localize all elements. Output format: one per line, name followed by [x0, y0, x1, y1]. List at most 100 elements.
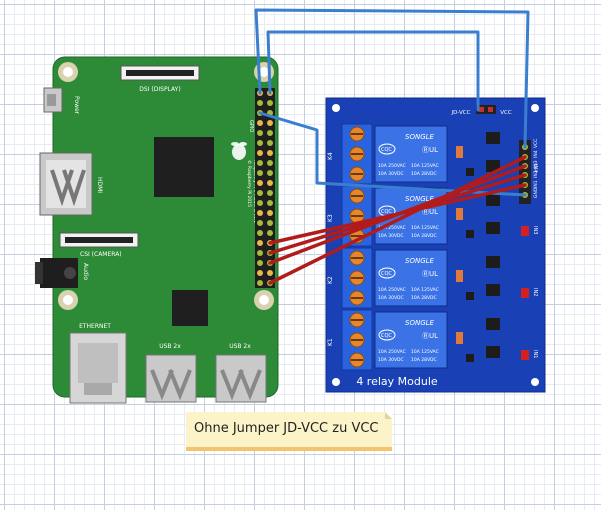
hdmi-connector — [39, 152, 93, 216]
gpio-pin — [267, 170, 273, 176]
mount-hole — [332, 378, 340, 386]
led-label: IN4 — [532, 164, 538, 172]
diode — [456, 146, 463, 158]
gpio-pin — [257, 100, 263, 106]
ethernet-port — [69, 332, 127, 404]
header-pin-label: IN1 — [533, 180, 539, 188]
cqc-mark: CQC — [381, 147, 392, 153]
wire — [268, 155, 527, 285]
power-label: Power — [73, 96, 80, 115]
gpio-pin — [257, 170, 263, 176]
transistor — [486, 160, 500, 172]
jdvcc-label: JD-VCC — [451, 110, 471, 116]
gpio-pin — [257, 200, 263, 206]
gpio-pin — [267, 160, 273, 166]
gpio-pin — [267, 220, 273, 226]
vcc-label: VCC — [500, 110, 512, 116]
usb-left-label: USB 2x — [159, 343, 181, 350]
gpio-pin — [257, 260, 263, 266]
header-pin-label: IN2 — [533, 170, 539, 178]
status-led — [521, 350, 529, 360]
cqc-mark: CQC — [381, 333, 392, 339]
header-pin-label: GND — [533, 187, 539, 198]
wire — [266, 30, 480, 112]
relay-brand: SONGLE — [405, 319, 435, 327]
relay-unit: SONGLE CQC ⓇUL 10A 250VAC 10A 30VDC 10A 125VA… — [327, 309, 538, 371]
csi-connector — [59, 232, 139, 248]
gpio-pin — [267, 200, 273, 206]
gpio-pin — [257, 250, 263, 256]
gpio-pin — [267, 130, 273, 136]
relay-label: K2 — [327, 276, 334, 284]
ul-mark: ⓇUL — [422, 332, 438, 340]
cqc-mark: CQC — [381, 271, 392, 277]
optocoupler — [486, 132, 500, 144]
gpio-pin — [257, 240, 263, 246]
header-pin-label: IN4 — [533, 150, 539, 158]
rating-text: 10A 30VDC — [378, 171, 404, 177]
diode — [456, 208, 463, 220]
gpio-pin — [257, 160, 263, 166]
relay-label: K1 — [327, 338, 334, 346]
header-pin-label: IN3 — [533, 160, 539, 168]
gpio-pin — [257, 280, 263, 286]
rating-text: 10A 125VAC — [411, 225, 439, 231]
csi-label: CSI (CAMERA) — [80, 251, 122, 258]
optocoupler — [486, 256, 500, 268]
gpio-pin — [257, 130, 263, 136]
annotation-note: Ohne Jumper JD-VCC zu VCC — [186, 412, 392, 451]
raspberry-pi-board: DSI (DISPLAY) Power HDMI Raspberry Pi 3 … — [35, 56, 279, 404]
gpio-pin — [257, 150, 263, 156]
power-connector — [43, 87, 63, 113]
mount-hole — [531, 378, 539, 386]
gpio-pin — [267, 230, 273, 236]
gpio-pin — [267, 120, 273, 126]
rating-text: 10A 30VDC — [378, 295, 404, 301]
rating-text: 10A 28VDC — [411, 233, 437, 239]
header-pin-label: VCC — [533, 139, 539, 148]
rating-text: 10A 28VDC — [411, 171, 437, 177]
relay-label: K3 — [327, 214, 334, 222]
rating-text: 10A 28VDC — [411, 357, 437, 363]
ul-mark: ⓇUL — [422, 208, 438, 216]
lan-chip — [172, 290, 208, 326]
gpio-pin — [267, 270, 273, 276]
relay-brand: SONGLE — [405, 133, 435, 141]
wire — [268, 164, 527, 265]
usb-port-left — [145, 354, 197, 403]
gpio-pin — [267, 180, 273, 186]
rating-text: 10A 250VAC — [378, 225, 406, 231]
jdvcc-header — [476, 105, 496, 114]
rating-text: 10A 250VAC — [378, 349, 406, 355]
usb-right-label: USB 2x — [229, 343, 251, 350]
relay-brand: SONGLE — [405, 195, 435, 203]
transistor — [486, 284, 500, 296]
gpio-pin — [257, 270, 263, 276]
audio-label: Audio — [82, 263, 89, 280]
rating-text: 10A 125VAC — [411, 163, 439, 169]
led-label: IN1 — [532, 350, 538, 358]
rating-text: 10A 28VDC — [411, 295, 437, 301]
cqc-mark: CQC — [381, 209, 392, 215]
gpio-pin — [267, 190, 273, 196]
diode — [456, 332, 463, 344]
rating-text: 10A 30VDC — [378, 357, 404, 363]
gpio-pin — [257, 120, 263, 126]
gpio-pin — [267, 150, 273, 156]
gpio-pin — [257, 140, 263, 146]
mount-hole — [531, 104, 539, 112]
led-label: IN3 — [532, 226, 538, 234]
rating-text: 10A 30VDC — [378, 233, 404, 239]
dsi-label: DSI (DISPLAY) — [139, 86, 180, 93]
diode — [456, 270, 463, 282]
ul-mark: ⓇUL — [422, 146, 438, 154]
rating-text: 10A 125VAC — [411, 349, 439, 355]
relay-label: K4 — [327, 152, 334, 160]
gpio-label: GPIO — [248, 120, 254, 132]
usb-port-right — [215, 354, 267, 403]
copyright-label: © Raspberry Pi 2015 — [246, 160, 253, 207]
wires — [254, 8, 530, 285]
rating-text: 10A 125VAC — [411, 287, 439, 293]
